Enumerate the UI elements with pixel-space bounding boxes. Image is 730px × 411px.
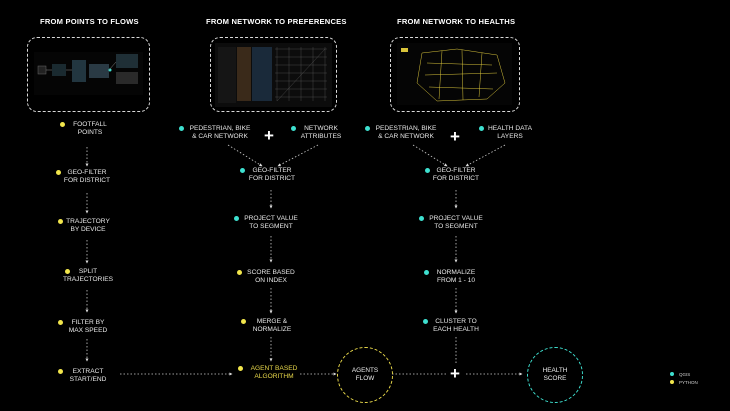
legend-python-label: PYTHON [679,380,698,385]
input-network-attributes: NETWORK ATTRIBUTES [296,125,346,141]
circle-line-1: HEALTH [542,367,568,374]
qgis-dot [291,126,296,131]
step-line-2: TO SEGMENT [249,223,293,230]
python-dot [65,269,70,274]
step-line-1: PROJECT VALUE [244,215,298,222]
python-dot [238,366,243,371]
python-dot [58,219,63,224]
qgis-dot [234,216,239,221]
step-geo-filter: GEO-FILTER FOR DISTRICT [244,167,300,183]
step-line-1: FILTER BY [71,319,105,326]
python-dot [56,170,61,175]
step-cluster-to-health: CLUSTER TO EACH HEALTH [428,318,484,334]
step-line-1: FOOTFALL [73,121,107,128]
step-line-1: GEO-FILTER [436,167,476,174]
input-line-1: HEALTH DATA [488,125,532,132]
step-geo-filter: GEO-FILTER FOR DISTRICT [57,169,117,185]
python-dot [58,320,63,325]
qgis-dot [423,319,428,324]
qgis-dot [425,168,430,173]
legend-python-dot [670,380,674,384]
step-line-2: BY DEVICE [70,226,106,233]
input-line-2: & CAR NETWORK [192,133,248,140]
step-line-1: EXTRACT [72,368,104,375]
circle-line-2: SCORE [543,375,567,382]
step-line-1: TRAJECTORY [66,218,110,225]
input-line-2: LAYERS [497,133,523,140]
network-thumbnail [215,43,332,107]
network-to-preferences-frame [210,37,337,112]
step-line-2: MAX SPEED [68,327,108,334]
input-line-2: ATTRIBUTES [300,133,342,140]
input-transport-network: PEDESTRIAN, BIKE & CAR NETWORK [370,125,442,141]
step-score-based-on-index: SCORE BASED ON INDEX [243,269,299,285]
title-network-to-healths: FROM NETWORK TO HEALTHS [397,17,516,26]
step-line-2: ON INDEX [255,277,287,284]
step-filter-max-speed: FILTER BY MAX SPEED [63,319,113,335]
python-dot [58,369,63,374]
step-line-1: CLUSTER TO [435,318,477,325]
circle-line-1: AGENTS [351,367,379,374]
qgis-dot [419,216,424,221]
input-line-1: PEDESTRIAN, BIKE [375,125,437,132]
step-footfall-points: FOOTFALL POINTS [67,121,113,137]
step-line-1: AGENT BASED [250,365,298,372]
title-network-to-preferences: FROM NETWORK TO PREFERENCES [206,17,347,26]
input-transport-network: PEDESTRIAN, BIKE & CAR NETWORK [184,125,256,141]
legend-qgis-label: QGIS [679,372,691,377]
python-dot [241,319,246,324]
step-line-2: TO SEGMENT [434,223,478,230]
title-points-to-flows: FROM POINTS TO FLOWS [40,17,139,26]
qgis-dot [179,126,184,131]
step-line-1: SCORE BASED [247,269,295,276]
qgis-dot [240,168,245,173]
agents-flow-circle: AGENTS FLOW [337,347,393,403]
step-line-1: GEO-FILTER [67,169,107,176]
python-dot [237,270,242,275]
step-project-value: PROJECT VALUE TO SEGMENT [423,215,489,231]
step-project-value: PROJECT VALUE TO SEGMENT [238,215,304,231]
step-line-2: ALGORITHM [254,373,294,380]
step-normalize: NORMALIZE FROM 1 - 10 [428,269,484,285]
step-line-2: FOR DISTRICT [432,175,480,182]
step-geo-filter: GEO-FILTER FOR DISTRICT [428,167,484,183]
input-line-1: NETWORK [304,125,338,132]
step-line-1: MERGE & [256,318,288,325]
step-line-2: POINTS [77,129,103,136]
health-score-circle: HEALTH SCORE [527,347,583,403]
step-trajectory-by-device: TRAJECTORY BY DEVICE [61,218,115,234]
trajectory-thumbnail [34,52,143,95]
network-to-healths-frame [390,37,520,112]
step-line-1: SPLIT [78,268,98,275]
step-agent-based-algorithm: AGENT BASED ALGORITHM [244,365,304,381]
qgis-dot [424,270,429,275]
points-to-flows-frame [27,37,150,112]
step-line-2: EACH HEALTH [433,326,479,333]
legend-qgis-dot [670,372,674,376]
step-split-trajectories: SPLIT TRAJECTORIES [57,268,119,284]
step-extract-start-end: EXTRACT START/END [63,368,113,384]
plus-icon: + [450,127,460,146]
plus-icon: + [264,126,274,145]
step-line-2: FOR DISTRICT [63,177,111,184]
python-dot [60,122,65,127]
step-line-1: GEO-FILTER [252,167,292,174]
step-line-1: PROJECT VALUE [429,215,483,222]
circle-line-2: FLOW [355,375,375,382]
step-line-2: FROM 1 - 10 [436,277,476,284]
qgis-dot [365,126,370,131]
step-merge-normalize: MERGE & NORMALIZE [244,318,300,334]
step-line-2: START/END [69,376,107,383]
step-line-2: NORMALIZE [252,326,292,333]
step-line-2: FOR DISTRICT [248,175,296,182]
step-line-1: NORMALIZE [436,269,476,276]
input-health-data-layers: HEALTH DATA LAYERS [484,125,536,141]
qgis-dot [479,126,484,131]
input-line-2: & CAR NETWORK [378,133,434,140]
input-line-1: PEDESTRIAN, BIKE [189,125,251,132]
plus-icon: + [450,364,460,383]
health-map-thumbnail [397,43,512,105]
step-line-2: TRAJECTORIES [62,276,114,283]
